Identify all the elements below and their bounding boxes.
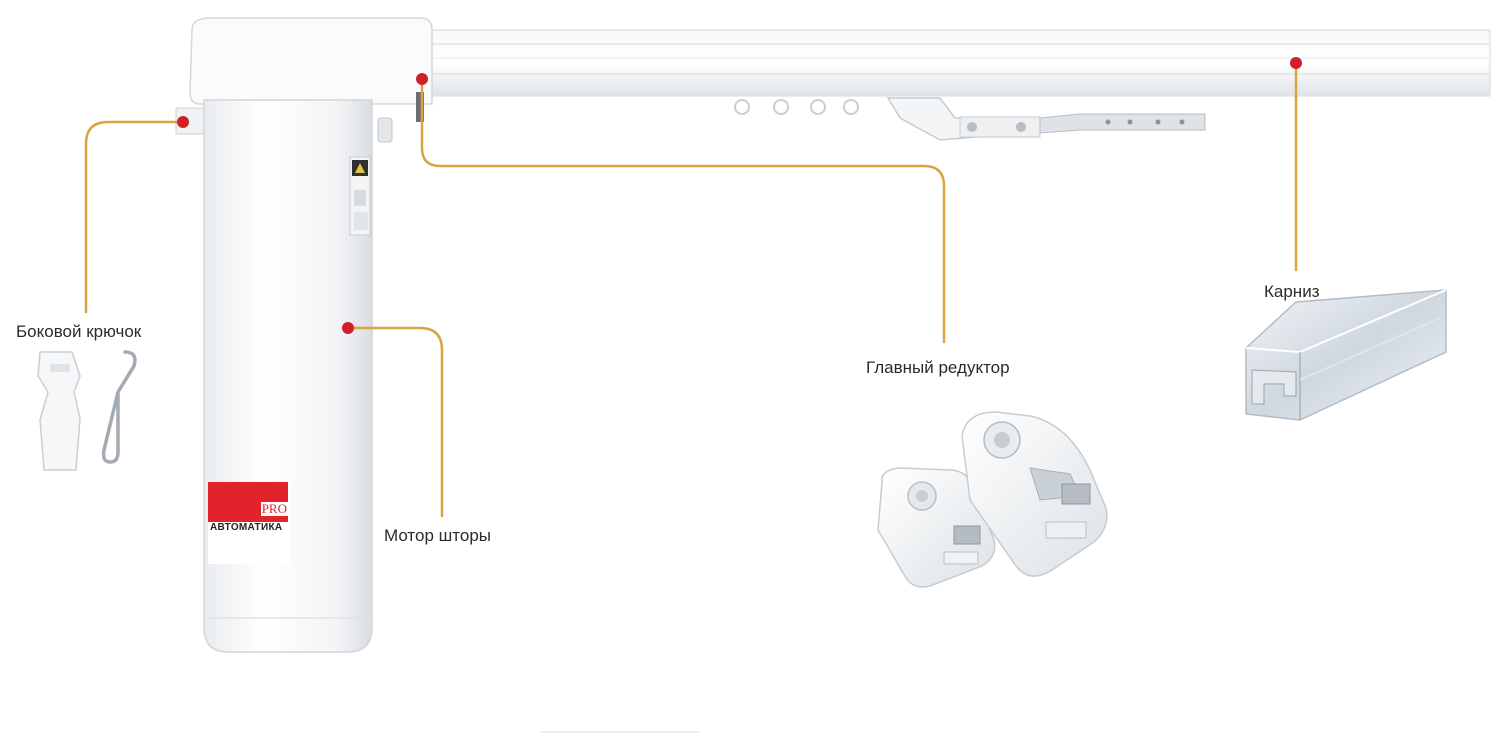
rail-runners [734, 99, 859, 115]
label-motor: Мотор шторы [384, 526, 492, 545]
leader-motor [346, 326, 444, 518]
marker-dot-cornice [1290, 57, 1302, 69]
cornice-profile [1245, 289, 1447, 421]
marker-dots [177, 57, 1302, 334]
marker-dot-motor [342, 322, 354, 334]
leader-gearbox [420, 78, 946, 344]
small-gearbox [877, 467, 996, 588]
motor-head [175, 17, 433, 143]
side-hook-clip [37, 351, 81, 471]
master-carrier-bracket [886, 97, 1206, 141]
motor-body [203, 99, 373, 653]
marker-dot-gearbox [416, 73, 428, 85]
brand-pro-text: PRO [260, 501, 288, 516]
main-gearbox [961, 411, 1108, 577]
label-side-hook: Боковой крючок [16, 322, 142, 341]
label-main-gearbox: Главный редуктор [866, 358, 1010, 377]
brand-name-text: АВТОМАТИКА [210, 522, 283, 533]
label-cornice: Карниз [1264, 282, 1320, 301]
side-hook-wire [101, 350, 137, 464]
brand-logo: PRO АВТОМАТИКА [208, 482, 290, 564]
leader-side-hook [84, 120, 185, 314]
curtain-rail [424, 29, 1491, 97]
marker-dot-side-hook [177, 116, 189, 128]
leader-lines [84, 62, 1298, 518]
